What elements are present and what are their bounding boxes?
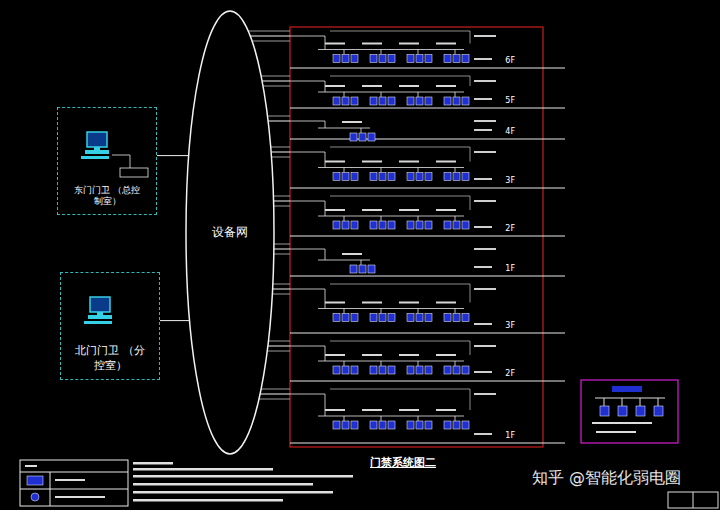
network-wire [272,294,290,295]
floor-devices [290,147,565,188]
floor-row: 5F [290,72,543,112]
network-link [250,36,290,37]
title-block [668,492,718,508]
floor-row: 6F [290,27,543,72]
network-wire [263,86,290,87]
floor-devices [290,76,565,108]
floor-devices [290,31,565,68]
network-link [262,81,290,82]
guard-room-box: 东门门卫 （总控制室） [57,107,157,215]
diagram-title: 门禁系统图二 [370,455,436,470]
network-wire [267,351,290,352]
notes-lines [133,462,353,502]
building-frame [290,27,543,447]
floor-devices [290,248,565,276]
floor-label: 6F [505,56,515,66]
network-label: 设备网 [212,225,248,241]
floor-label: 2F [505,369,515,379]
floor-row: 1F [290,240,543,280]
computer-icon [81,132,109,159]
floor-label: 4F [505,127,515,137]
ups-box [120,168,148,177]
network-wire [271,157,290,158]
network-wire [274,206,290,207]
network-link [160,320,190,321]
network-wire [274,254,290,255]
network-ellipse: 设备网 [185,10,275,455]
network-wire [273,196,290,197]
room-label: 东门门卫 （总控制室） [72,185,142,208]
floor-devices [290,341,565,381]
floor-devices [290,389,565,443]
network-link [271,152,290,153]
floor-row: 3F [290,143,543,192]
network-link [260,394,290,395]
network-wire [273,284,290,285]
computer-icon [84,297,112,324]
guard-room-box: 北门门卫 （分控室） [60,272,160,380]
network-wire [267,116,290,117]
network-link [274,249,290,250]
floor-label: 1F [505,431,515,441]
network-link [157,155,189,156]
network-wire [261,76,290,77]
floor-label: 1F [505,264,515,274]
watermark: 知乎 @智能化弱电圈 [532,468,681,489]
network-wire [274,244,290,245]
network-wire [268,341,290,342]
network-wire [259,399,290,400]
network-wire [271,147,290,148]
network-link [273,289,290,290]
network-link [268,121,290,122]
network-link [268,346,290,347]
floor-label: 3F [505,176,515,186]
network-link [274,201,290,202]
floor-row: 1F [290,385,543,447]
floor-label: 2F [505,224,515,234]
floor-row: 3F [290,280,543,337]
floor-devices [290,120,565,141]
legend-table [20,460,128,506]
network-wire [261,389,290,390]
room-label: 北门门卫 （分控室） [70,344,150,373]
detail-box [581,380,678,443]
floor-label: 5F [505,96,515,106]
network-wire [248,31,290,32]
floor-row: 2F [290,337,543,385]
network-wire [252,41,290,42]
floor-row: 2F [290,192,543,240]
floor-devices [290,284,565,333]
floor-devices [290,196,565,236]
floor-label: 3F [505,321,515,331]
floor-row: 4F [290,112,543,143]
